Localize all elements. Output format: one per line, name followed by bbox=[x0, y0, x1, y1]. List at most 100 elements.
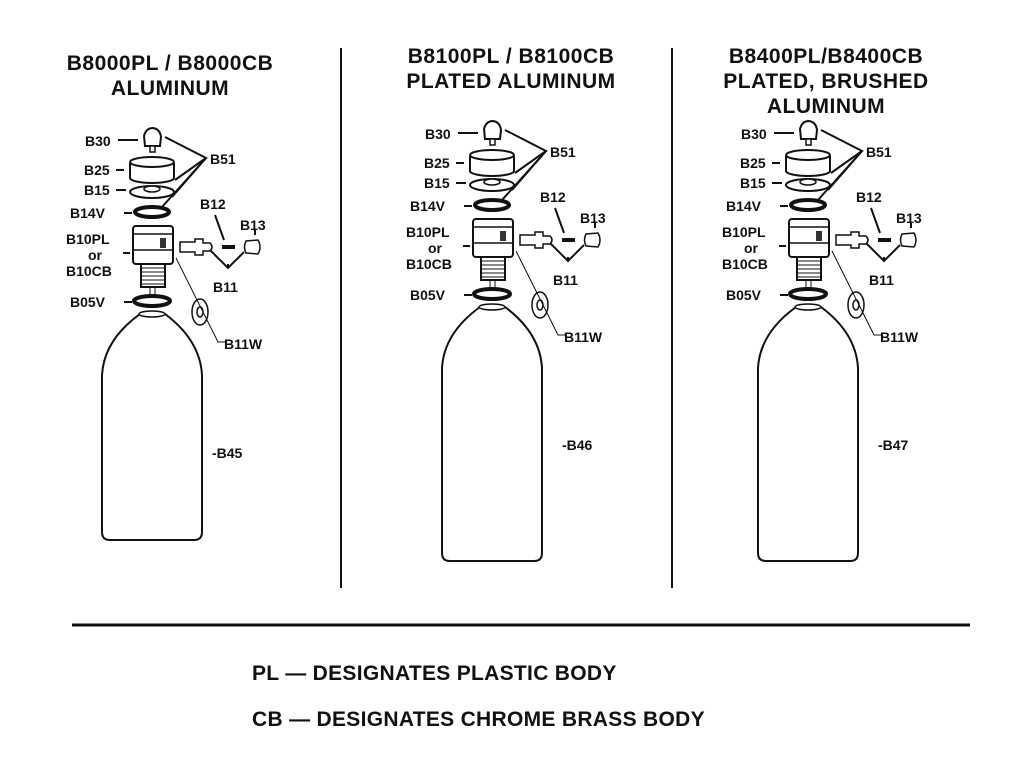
label-b13: B13 bbox=[580, 210, 606, 226]
label-b14v: B14V bbox=[70, 205, 106, 221]
leader-line bbox=[214, 214, 225, 241]
disc-b15-center bbox=[483, 178, 501, 186]
label-or: or bbox=[88, 247, 103, 263]
leader-line bbox=[161, 157, 207, 208]
label-b14v: B14V bbox=[410, 198, 446, 214]
ring-b25-top bbox=[785, 149, 831, 161]
fitting-b11 bbox=[519, 231, 553, 249]
cap-stem bbox=[489, 138, 496, 146]
leader-line bbox=[515, 250, 565, 336]
label-b11: B11 bbox=[869, 272, 894, 288]
label-b05v: B05V bbox=[70, 294, 106, 310]
washer-hole bbox=[852, 299, 860, 311]
bottle bbox=[441, 306, 543, 562]
label-b13: B13 bbox=[240, 217, 266, 233]
ring-b25-top bbox=[469, 149, 515, 161]
label-b11w: B11W bbox=[564, 329, 603, 345]
label-b25: B25 bbox=[424, 155, 450, 171]
panel-title: B8000PL / B8000CB bbox=[67, 52, 274, 75]
leader-line bbox=[831, 250, 881, 336]
bottle-mouth bbox=[138, 310, 166, 318]
bottle-mouth bbox=[794, 303, 822, 311]
oring-b14v bbox=[133, 205, 171, 219]
label-b10pl: B10PL bbox=[406, 224, 450, 240]
label-b15: B15 bbox=[424, 175, 450, 191]
oring-b14v bbox=[473, 198, 511, 212]
label-b13: B13 bbox=[896, 210, 922, 226]
body-port bbox=[500, 231, 506, 241]
valve-body-b10 bbox=[788, 218, 830, 258]
label-b11w: B11W bbox=[880, 329, 919, 345]
label-b25: B25 bbox=[740, 155, 766, 171]
cap-b13 bbox=[243, 239, 261, 255]
label-b30: B30 bbox=[425, 126, 451, 142]
oring-b05v bbox=[788, 287, 828, 301]
fitting-b11 bbox=[179, 238, 213, 256]
label-bottle: -B47 bbox=[878, 437, 909, 453]
label-bottle: -B45 bbox=[212, 445, 243, 461]
label-b05v: B05V bbox=[726, 287, 762, 303]
panel-title: B8400PL/B8400CB bbox=[729, 45, 923, 68]
body-port bbox=[160, 238, 166, 248]
label-b10cb: B10CB bbox=[406, 256, 452, 272]
bottle bbox=[757, 306, 859, 562]
cap-stem bbox=[149, 145, 156, 153]
valve-body-b10 bbox=[132, 225, 174, 265]
label-b05v: B05V bbox=[410, 287, 446, 303]
panel-title: ALUMINUM bbox=[767, 95, 885, 118]
cap-b30 bbox=[142, 126, 163, 147]
fitting-b11 bbox=[835, 231, 869, 249]
panel-title: PLATED, BRUSHED bbox=[723, 70, 928, 93]
label-b51: B51 bbox=[210, 151, 236, 167]
cap-stem bbox=[805, 138, 812, 146]
tip-b12 bbox=[562, 238, 575, 242]
label-b30: B30 bbox=[85, 133, 111, 149]
body-port bbox=[816, 231, 822, 241]
washer-hole bbox=[536, 299, 544, 311]
note-chrome-brass: CB — DESIGNATES CHROME BRASS BODY bbox=[252, 708, 705, 731]
panel-title: B8100PL / B8100CB bbox=[408, 45, 615, 68]
tip-b12 bbox=[222, 245, 235, 249]
disc-b15-center bbox=[143, 185, 161, 193]
label-b10cb: B10CB bbox=[722, 256, 768, 272]
ring-b25-top bbox=[129, 156, 175, 168]
label-b12: B12 bbox=[540, 189, 566, 205]
tip-b12 bbox=[878, 238, 891, 242]
label-or: or bbox=[744, 240, 759, 256]
label-b14v: B14V bbox=[726, 198, 762, 214]
leader-line bbox=[175, 257, 225, 343]
cap-b13 bbox=[899, 232, 917, 248]
label-b10pl: B10PL bbox=[722, 224, 766, 240]
label-or: or bbox=[428, 240, 443, 256]
label-b15: B15 bbox=[740, 175, 766, 191]
disc-b15-center bbox=[799, 178, 817, 186]
oring-b14v bbox=[789, 198, 827, 212]
oring-b05v bbox=[472, 287, 512, 301]
label-b51: B51 bbox=[866, 144, 892, 160]
parts-panel-1: B30B25B15B14VB10PLorB10CBB05VB51B12B13B1… bbox=[66, 126, 266, 541]
label-b10pl: B10PL bbox=[66, 231, 110, 247]
bottle bbox=[101, 313, 203, 541]
label-b11: B11 bbox=[213, 279, 238, 295]
label-b12: B12 bbox=[856, 189, 882, 205]
valve-body-b10 bbox=[472, 218, 514, 258]
label-b11: B11 bbox=[553, 272, 578, 288]
label-bottle: -B46 bbox=[562, 437, 593, 453]
cap-b30 bbox=[798, 119, 819, 140]
washer-hole bbox=[196, 306, 204, 318]
cap-b30 bbox=[482, 119, 503, 140]
panel-title: ALUMINUM bbox=[111, 77, 229, 100]
label-b15: B15 bbox=[84, 182, 110, 198]
leader-line bbox=[870, 207, 881, 234]
bottle-mouth bbox=[478, 303, 506, 311]
label-b51: B51 bbox=[550, 144, 576, 160]
cap-b13 bbox=[583, 232, 601, 248]
oring-b05v bbox=[132, 294, 172, 308]
label-b30: B30 bbox=[741, 126, 767, 142]
leader-line bbox=[501, 150, 547, 201]
leader-line bbox=[554, 207, 565, 234]
label-b25: B25 bbox=[84, 162, 110, 178]
